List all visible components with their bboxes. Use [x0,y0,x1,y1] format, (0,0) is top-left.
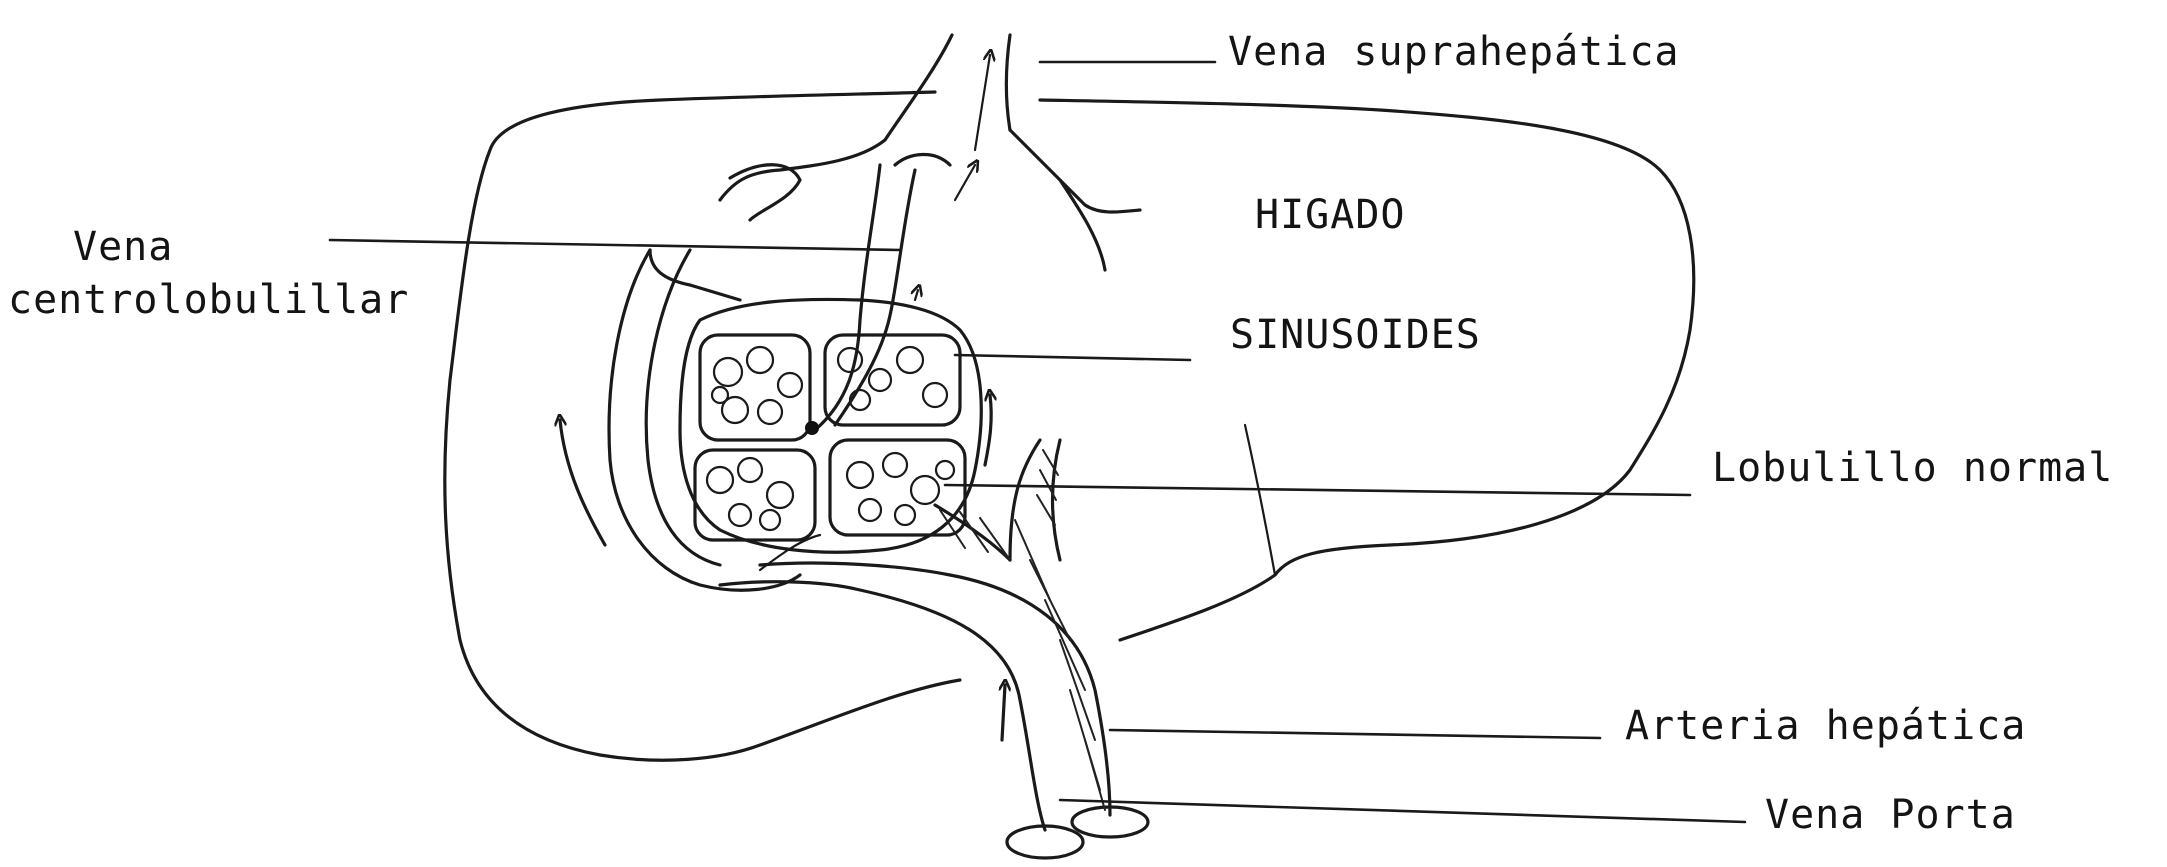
label-vena-suprahepatica: Vena suprahepática [1228,32,1679,72]
label-vena-centrolobulillar-line2: centrolobulillar [8,280,409,320]
leader-vena-porta [1060,800,1745,822]
label-vena-porta: Vena Porta [1765,795,2016,835]
label-vena-centrolobulillar-line1: Vena [73,227,173,267]
leader-vena-centrolobulillar [330,240,900,250]
leader-arteria-hepatica [1110,730,1600,738]
label-higado: HIGADO [1255,195,1406,235]
central-vein [815,165,918,430]
label-arteria-hepatica: Arteria hepática [1625,706,2026,746]
leader-lobulillo-normal [945,485,1690,495]
hepatic-vein [720,35,1140,270]
label-sinusoides: SINUSOIDES [1230,315,1481,355]
leader-sinusoides [955,355,1190,360]
label-lobulillo-normal: Lobulillo normal [1712,448,2113,488]
